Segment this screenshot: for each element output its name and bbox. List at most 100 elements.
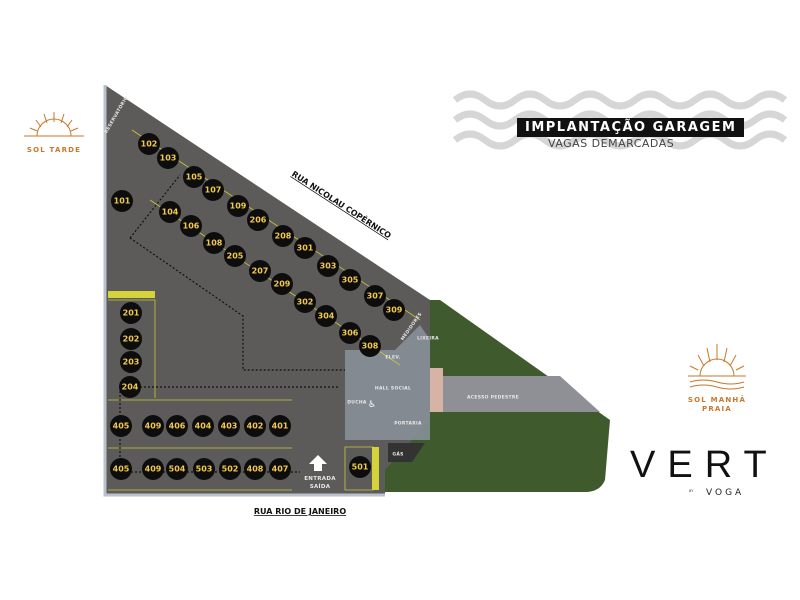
spot-marker (244, 458, 266, 480)
spot-label: 206 (250, 216, 267, 225)
spot-marker (364, 285, 386, 307)
spot-label: 503 (196, 465, 213, 474)
parking-spot-104: 104 (159, 201, 181, 223)
saida-label: SAÍDA (310, 482, 331, 490)
spot-label: 205 (227, 252, 244, 261)
parking-spot-504: 504 (166, 458, 188, 480)
parking-spot-303: 303 (317, 255, 339, 277)
spot-marker (269, 415, 291, 437)
spot-marker (272, 225, 294, 247)
parking-spot-404: 404 (192, 415, 214, 437)
parking-spot-204: 204 (119, 376, 141, 398)
spot-label: 502 (222, 465, 239, 474)
parking-spot-407: 407 (269, 458, 291, 480)
parking-spot-309: 309 (383, 299, 405, 321)
garage-edge (103, 85, 385, 497)
parking-spot-405: 405 (110, 458, 132, 480)
spot-label: 402 (247, 422, 264, 431)
parking-spot-302: 302 (294, 291, 316, 313)
parking-spot-405: 405 (110, 415, 132, 437)
spot-label: 403 (221, 422, 238, 431)
parking-spot-502: 502 (219, 458, 241, 480)
parking-spot-409: 409 (142, 415, 164, 437)
parking-spot-206: 206 (247, 209, 269, 231)
parking-spot-105: 105 (183, 166, 205, 188)
parking-spot-107: 107 (202, 179, 224, 201)
parking-spot-102: 102 (138, 133, 160, 155)
spots: 1021031051071092062083013033053073091011… (110, 133, 405, 480)
spot-label: 309 (386, 306, 403, 315)
spot-label: 108 (206, 239, 223, 248)
spot-label: 302 (297, 298, 314, 307)
route-dashed-line (119, 174, 345, 473)
brand-by: BY (689, 489, 694, 493)
spot-label: 401 (272, 422, 289, 431)
spot-label: 306 (342, 329, 359, 338)
lixeira-label: LIXEIRA (417, 336, 439, 342)
brand-sub: VOGA (706, 488, 745, 498)
spot-label: 203 (123, 358, 140, 367)
spot-marker (271, 273, 293, 295)
spot-marker (249, 260, 271, 282)
parking-spot-401: 401 (269, 415, 291, 437)
entrada-label: ENTRADA (304, 476, 336, 482)
spot-label: 201 (123, 309, 140, 318)
sol-manha-logo-line2: PRAIA (702, 405, 732, 413)
spot-marker (180, 215, 202, 237)
parking-spot-209: 209 (271, 273, 293, 295)
spot-marker (227, 195, 249, 217)
page-title: IMPLANTAÇÃO GARAGEM (517, 118, 745, 137)
portaria-label: PORTARIA (394, 421, 422, 427)
street-south: RUA RIO DE JANEIRO (254, 507, 346, 516)
spot-marker (359, 335, 381, 357)
parking-spot-406: 406 (166, 415, 188, 437)
spot-label: 303 (320, 262, 337, 271)
pedestrian-walkway (425, 376, 600, 412)
spot-marker (294, 237, 316, 259)
spot-label: 104 (162, 208, 179, 217)
parking-spot-201: 201 (120, 302, 142, 324)
hatched-area (372, 447, 379, 490)
spot-marker (110, 415, 132, 437)
spot-label: 102 (141, 140, 158, 149)
spot-marker (120, 302, 142, 324)
spot-marker (119, 376, 141, 398)
parking-spot-403: 403 (218, 415, 240, 437)
parking-spot-408: 408 (244, 458, 266, 480)
spot-label: 304 (318, 312, 335, 321)
spot-label: 501 (352, 463, 369, 472)
spot-marker (247, 209, 269, 231)
parking-spot-409: 409 (142, 458, 164, 480)
parking-spot-203: 203 (120, 351, 142, 373)
spot-marker (159, 201, 181, 223)
accessibility-icon: ♿ (368, 400, 376, 410)
spot-marker (157, 147, 179, 169)
spot-marker (317, 255, 339, 277)
parking-spot-108: 108 (203, 232, 225, 254)
parking-spot-304: 304 (315, 305, 337, 327)
spot-marker (294, 291, 316, 313)
ducha-label: DUCHA (347, 400, 367, 406)
spot-marker (202, 179, 224, 201)
entry-arrow-icon (309, 455, 327, 471)
parking-spot-402: 402 (244, 415, 266, 437)
spot-marker (203, 232, 225, 254)
spot-label: 207 (252, 267, 269, 276)
spot-label: 305 (342, 276, 359, 285)
spot-label: 405 (113, 465, 130, 474)
parking-spot-207: 207 (249, 260, 271, 282)
spot-label: 409 (145, 465, 162, 474)
spot-label: 408 (247, 465, 264, 474)
spot-label: 103 (160, 154, 177, 163)
spot-marker (218, 415, 240, 437)
spot-label: 307 (367, 292, 384, 301)
spot-marker (339, 269, 361, 291)
spot-label: 404 (195, 422, 212, 431)
spot-marker (349, 456, 371, 478)
spot-marker (224, 245, 246, 267)
parking-spot-307: 307 (364, 285, 386, 307)
hall-social-label: HALL SOCIAL (375, 386, 411, 392)
spot-marker (142, 458, 164, 480)
spot-label: 101 (114, 197, 131, 206)
spot-label: 107 (205, 186, 222, 195)
